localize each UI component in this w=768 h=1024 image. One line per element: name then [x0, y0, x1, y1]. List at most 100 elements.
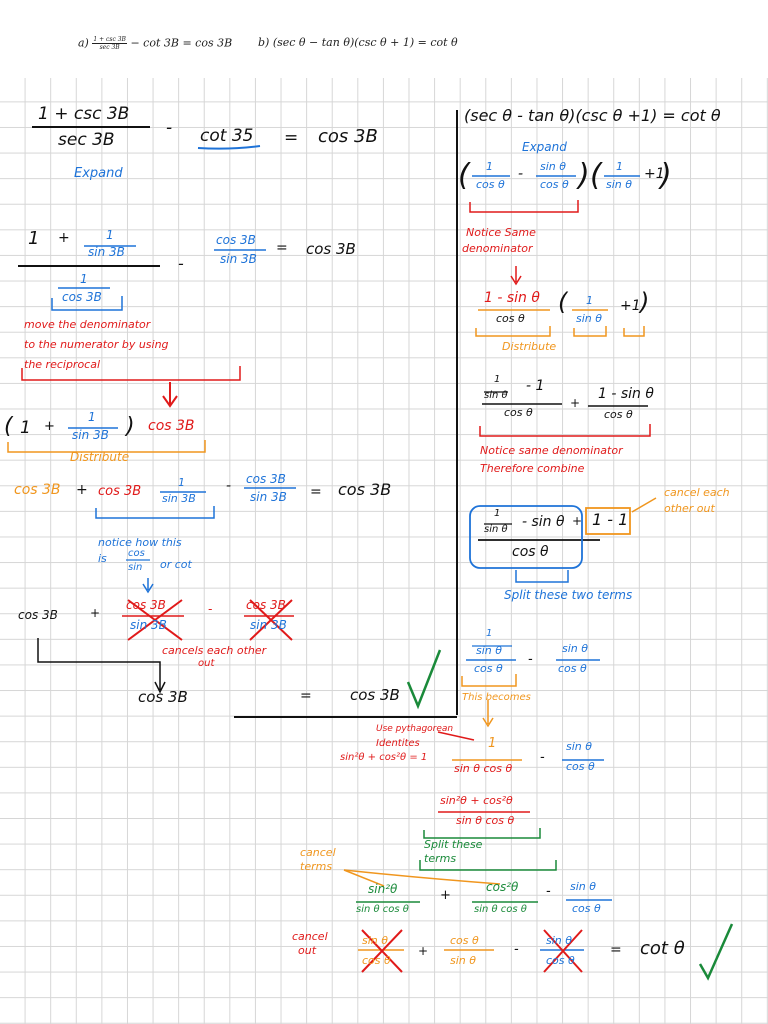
note-cancel-2: out	[198, 658, 215, 669]
note-notice-2: is	[98, 552, 107, 565]
r-e2-plus1: +1	[644, 166, 665, 182]
problem-header: a) 1 + csc 3B sec 3B − cot 3B = cos 3B b…	[0, 0, 768, 78]
r-note-split: Split these two terms	[504, 588, 633, 602]
bracket	[95, 506, 215, 519]
eq2-frac-den: sin 3B	[88, 245, 125, 259]
eq3-open: (	[4, 414, 13, 439]
r-e7-den: sin θ cos θ	[454, 762, 513, 775]
r-e5-plus: +	[572, 514, 583, 528]
r-e9-c-den: cos θ	[572, 902, 601, 915]
r-e10-c-num: sin θ	[546, 934, 572, 947]
r-e10-c-den: cos θ	[546, 954, 575, 967]
bracket	[469, 200, 579, 213]
bracket	[475, 326, 551, 337]
arrow	[437, 731, 475, 741]
r-e2-c-num: 1	[616, 160, 623, 173]
eq3-close: )	[126, 414, 135, 439]
eq2-one: 1	[28, 228, 40, 249]
eq4-cos-den: sin 3B	[250, 490, 287, 504]
r-e10-b-den: sin θ	[450, 954, 476, 967]
r-e6-den: cos θ	[474, 662, 503, 675]
r-note-same-2: denominator	[462, 242, 533, 255]
eq1-denominator: sec 3B	[58, 130, 115, 150]
r-e7-minus: -	[540, 750, 545, 765]
r-e7-num: 1	[488, 736, 497, 751]
r-e10-minus: -	[514, 942, 519, 957]
r-e9-a-num: sin²θ	[368, 882, 398, 896]
problem-a-fraction: 1 + csc 3B sec 3B	[92, 36, 127, 51]
r-e3-frac-num: 1	[586, 294, 593, 307]
r-e3-close: )	[640, 288, 650, 316]
r-note-cancel-terms-1: cancel	[300, 846, 336, 859]
note-move-3: the reciprocal	[24, 358, 101, 371]
r-note-same-1: Notice Same	[466, 226, 536, 239]
eq2-frac-num: 1	[106, 228, 114, 242]
eq2-minus: -	[178, 254, 184, 273]
highlight-box	[469, 505, 583, 569]
r-e6-b-num: sin θ	[562, 642, 588, 655]
arrow	[343, 869, 385, 887]
r-e3-frac-den: sin θ	[576, 312, 602, 325]
eq2-equals: =	[276, 240, 288, 256]
r-e5-top-num: 1	[494, 508, 501, 519]
final-lhs: cos 3B	[138, 688, 188, 706]
r-e3-plus1: +1	[620, 298, 641, 314]
arrow-down	[142, 578, 154, 594]
eq2-rhs: cos 3B	[306, 240, 356, 258]
note-notice-frac-den: sin	[128, 562, 143, 573]
r-e3-num: 1 - sin θ	[484, 290, 540, 306]
r-e10-plus: +	[418, 944, 429, 958]
final-rhs: cos 3B	[350, 686, 400, 704]
bracket-arrow	[37, 638, 166, 694]
r-e4-b-num: 1 - sin θ	[598, 386, 654, 402]
r-note-becomes: This becomes	[462, 692, 531, 703]
r-e3-den: cos θ	[496, 312, 525, 325]
check-mark	[406, 649, 442, 710]
r-e8-num: sin²θ + cos²θ	[440, 794, 513, 807]
note-notice-1: notice how this	[98, 536, 182, 549]
eq1-cot: cot 35	[200, 126, 254, 146]
r-e2-c-den: sin θ	[606, 178, 632, 191]
r-note-cancel-2: other out	[664, 502, 715, 515]
r-e9-b-num: cos²θ	[486, 880, 519, 894]
r-note-cancel-terms-2: terms	[300, 860, 333, 873]
eq1-rhs: cos 3B	[318, 126, 378, 147]
r-note-combine-1: Notice same denominator	[480, 444, 623, 457]
note-move-2: to the numerator by using	[24, 338, 169, 351]
r-e4-a-minus1: - 1	[526, 378, 545, 394]
r-e2-open: (	[458, 158, 470, 193]
cancel-box	[585, 507, 631, 535]
note-move-1: move the denominator	[24, 318, 151, 331]
r-e6-top-num: 1	[486, 628, 493, 639]
eq5-b-den: sin 3B	[250, 618, 287, 632]
r-e10-rhs: cot θ	[640, 938, 685, 959]
r-note-cancel-out-2: out	[298, 944, 317, 957]
bracket	[21, 366, 241, 381]
r-e4-a-top-den: sin θ	[484, 390, 508, 401]
bracket	[419, 860, 557, 871]
r-e4-b-den: cos θ	[604, 408, 633, 421]
r-e10-a-den: cos θ	[362, 954, 391, 967]
r-e2-open2: (	[590, 158, 602, 193]
note-notice-3: or cot	[160, 558, 192, 571]
r-e5-minus-sin: - sin θ	[522, 514, 565, 530]
arrow-down	[510, 266, 522, 286]
eq4-cos-num: cos 3B	[246, 472, 286, 486]
r-e2-close2: )	[660, 158, 672, 193]
bracket	[515, 570, 569, 583]
eq5-b-num: cos 3B	[246, 598, 286, 612]
eq3-cos: cos 3B	[148, 418, 195, 434]
r-e5-top-den: sin θ	[484, 524, 508, 535]
r-e3-open: (	[558, 288, 568, 316]
bracket	[479, 424, 651, 437]
r-label-expand: Expand	[522, 140, 567, 154]
check-mark	[698, 923, 734, 981]
eq2-den-num: 1	[80, 272, 88, 286]
r-e6-b-den: cos θ	[558, 662, 587, 675]
r-e2-a-den: cos θ	[476, 178, 505, 191]
eq3-frac-num: 1	[88, 410, 96, 424]
eq2-cos-den: sin 3B	[220, 252, 257, 266]
r-e9-minus: -	[546, 884, 551, 899]
r-e2-b-den: cos θ	[540, 178, 569, 191]
eq5-a-num: cos 3B	[126, 598, 166, 612]
